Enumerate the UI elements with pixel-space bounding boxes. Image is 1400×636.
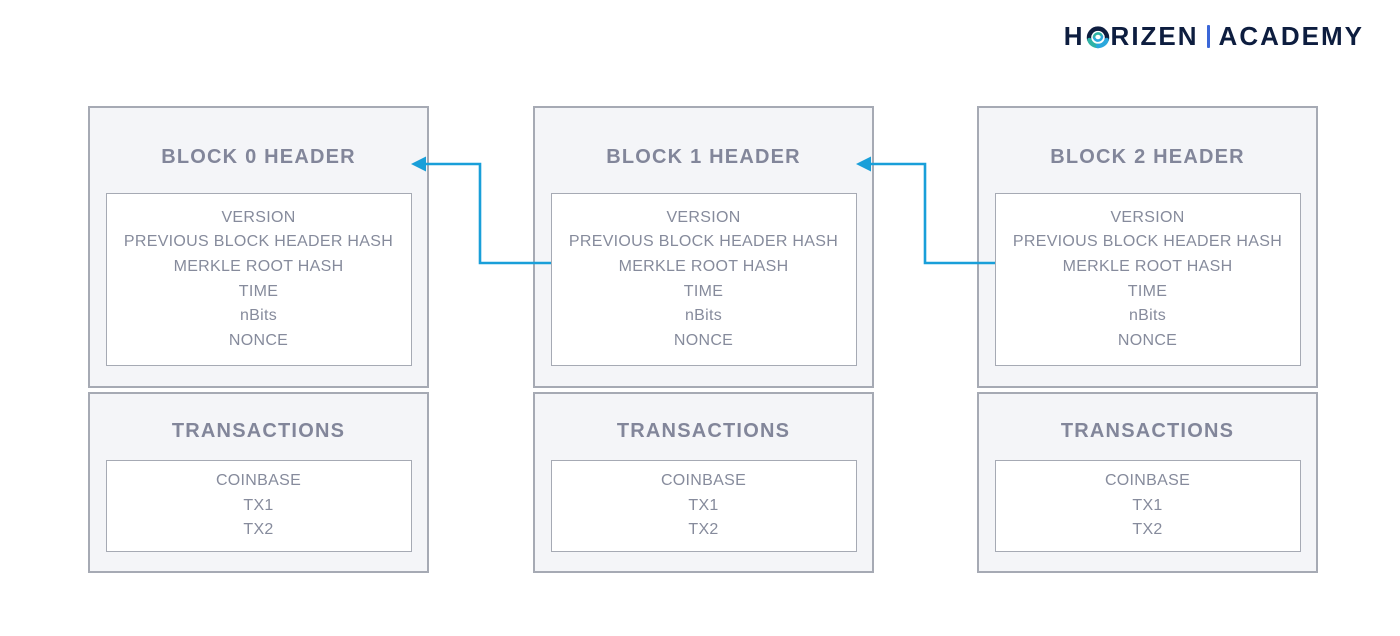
block-2-transactions-box: COINBASE TX1 TX2 [994,460,1301,552]
field-previous-block-header-hash: PREVIOUS BLOCK HEADER HASH [123,233,394,251]
logo-word1-prefix: H [1063,21,1085,51]
block-1-transactions-title: TRANSACTIONS [616,420,791,442]
arrow-block1-to-block0-icon [411,156,551,265]
block-0: BLOCK 0 HEADER VERSION PREVIOUS BLOCK HE… [88,106,429,573]
horizen-globe-icon [1086,25,1109,48]
field-merkle-root-hash: MERKLE ROOT HASH [173,257,344,275]
field-tx1: TX1 [243,496,274,514]
field-coinbase: COINBASE [660,472,747,490]
field-nonce: NONCE [228,331,289,349]
field-nbits: nBits [1128,307,1167,325]
block-1-transactions-box: COINBASE TX1 TX2 [550,460,857,552]
block-2-transactions-title: TRANSACTIONS [1060,420,1235,442]
horizen-academy-logo: H RIZEN ACADEMY [1064,21,1364,52]
field-time: TIME [683,282,724,300]
logo-word1-suffix: RIZEN [1110,21,1199,51]
field-tx2: TX2 [1132,521,1163,539]
block-0-transactions-title: TRANSACTIONS [171,420,346,442]
field-tx2: TX2 [688,521,719,539]
block-0-header-fields-box: VERSION PREVIOUS BLOCK HEADER HASH MERKL… [105,193,412,366]
block-0-transactions-box: COINBASE TX1 TX2 [105,460,412,552]
block-1-header-fields-box: VERSION PREVIOUS BLOCK HEADER HASH MERKL… [550,193,857,366]
block-1-header-title: BLOCK 1 HEADER [606,146,801,168]
block-1: BLOCK 1 HEADER VERSION PREVIOUS BLOCK HE… [533,106,874,573]
field-previous-block-header-hash: PREVIOUS BLOCK HEADER HASH [1012,233,1283,251]
field-coinbase: COINBASE [1104,472,1191,490]
field-time: TIME [1127,282,1168,300]
block-0-transactions-section: TRANSACTIONS COINBASE TX1 TX2 [88,392,429,573]
field-merkle-root-hash: MERKLE ROOT HASH [618,257,789,275]
field-previous-block-header-hash: PREVIOUS BLOCK HEADER HASH [568,233,839,251]
logo-word2: ACADEMY [1218,21,1364,51]
block-0-header-title: BLOCK 0 HEADER [161,146,356,168]
logo-separator [1206,25,1210,48]
block-1-header-section: BLOCK 1 HEADER VERSION PREVIOUS BLOCK HE… [533,106,874,388]
block-0-header-section: BLOCK 0 HEADER VERSION PREVIOUS BLOCK HE… [88,106,429,388]
arrow-block2-to-block1-icon [856,156,995,265]
block-2-header-section: BLOCK 2 HEADER VERSION PREVIOUS BLOCK HE… [977,106,1318,388]
field-tx2: TX2 [243,521,274,539]
block-2-header-fields-box: VERSION PREVIOUS BLOCK HEADER HASH MERKL… [994,193,1301,366]
block-2-header-title: BLOCK 2 HEADER [1050,146,1245,168]
field-version: VERSION [666,208,741,226]
field-tx1: TX1 [688,496,719,514]
field-coinbase: COINBASE [215,472,302,490]
field-nonce: NONCE [1117,331,1178,349]
field-version: VERSION [221,208,296,226]
field-nbits: nBits [239,307,278,325]
block-1-transactions-section: TRANSACTIONS COINBASE TX1 TX2 [533,392,874,573]
field-nbits: nBits [684,307,723,325]
block-2: BLOCK 2 HEADER VERSION PREVIOUS BLOCK HE… [977,106,1318,573]
field-merkle-root-hash: MERKLE ROOT HASH [1062,257,1233,275]
block-2-transactions-section: TRANSACTIONS COINBASE TX1 TX2 [977,392,1318,573]
field-nonce: NONCE [673,331,734,349]
field-version: VERSION [1110,208,1185,226]
field-tx1: TX1 [1132,496,1163,514]
field-time: TIME [238,282,279,300]
